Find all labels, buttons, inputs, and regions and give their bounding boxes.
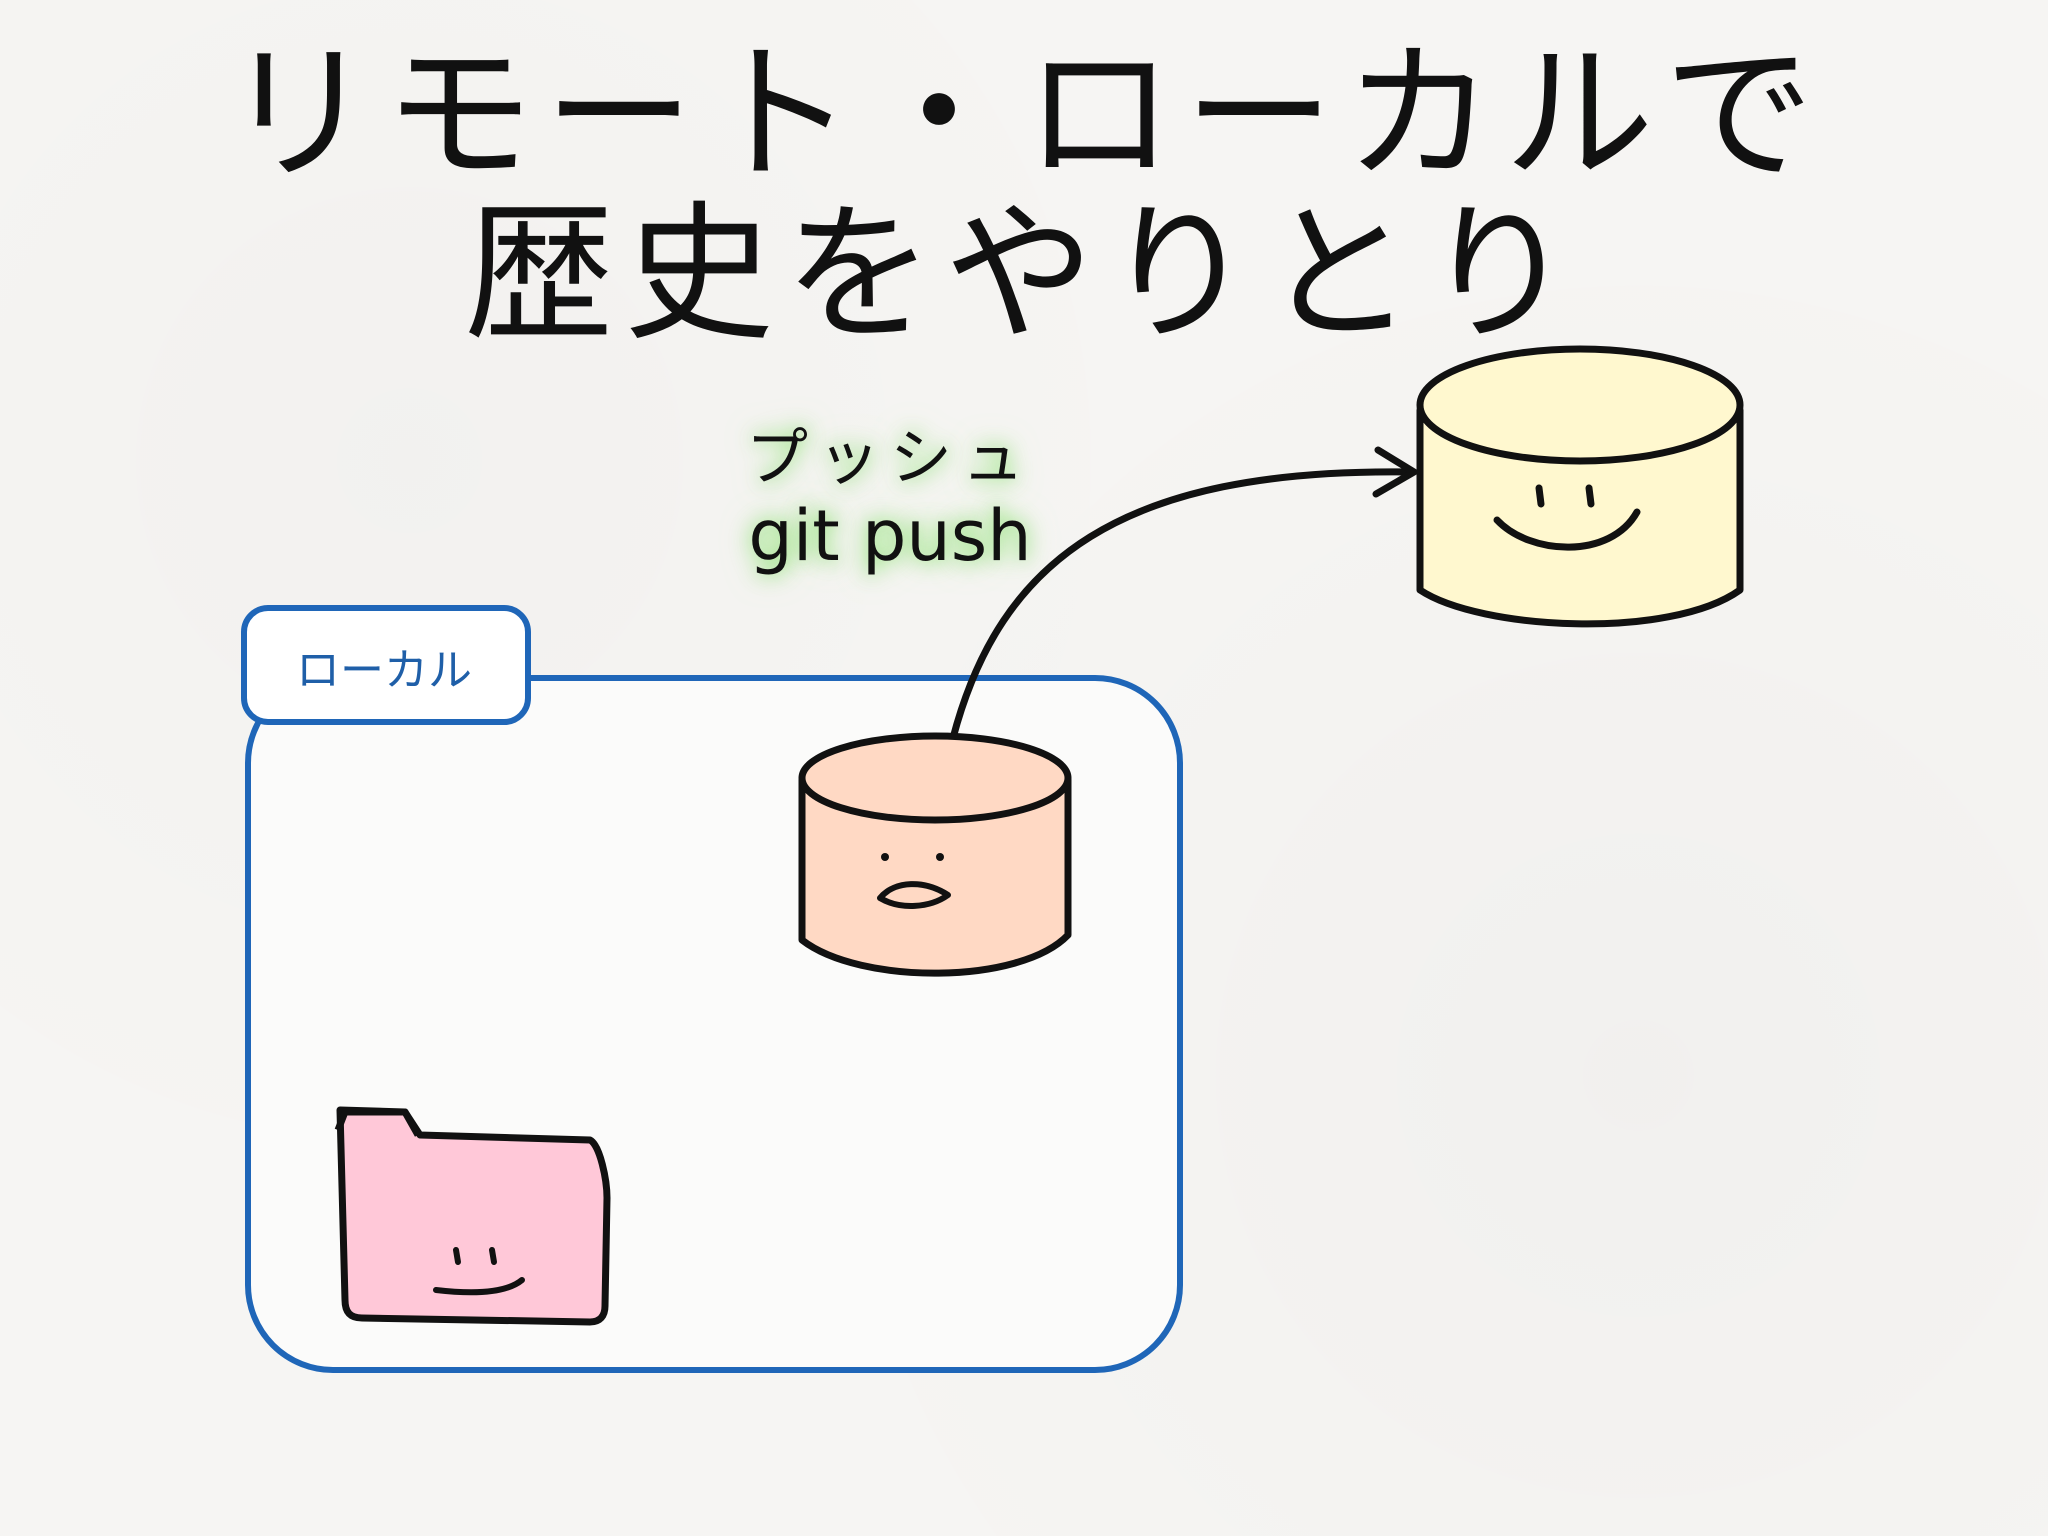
working-folder-smile (433, 1277, 525, 1296)
local-repo-eye-right (936, 853, 944, 861)
remote-repo-smile (1493, 508, 1641, 551)
slide-title-line-1: リモート・ローカルで (223, 28, 1824, 202)
push-arrow (949, 446, 1418, 742)
remote-repo-icon (1416, 345, 1744, 628)
local-repo-icon (798, 732, 1072, 977)
local-repo-body (798, 776, 1072, 977)
push-arrow-curve (949, 468, 1414, 742)
working-folder-eye-left (453, 1247, 461, 1265)
arrow-head-icon (1372, 446, 1418, 498)
push-label-japanese: プッシュ (745, 421, 1034, 494)
local-container-tab (241, 605, 531, 725)
working-folder-body (336, 1106, 611, 1326)
remote-repo-eye-right (1585, 484, 1595, 508)
working-folder-tab (334, 1108, 422, 1137)
working-folder-icon (334, 1106, 611, 1326)
remote-repo-body (1416, 406, 1744, 628)
local-repo-eye-left (881, 853, 889, 861)
slide-title-line-2: 歴史をやりとり (463, 188, 1584, 362)
local-repo-top (798, 732, 1072, 824)
working-folder-eye-right (489, 1247, 497, 1265)
push-label-command: git push (748, 495, 1032, 577)
local-repo-lips (877, 881, 951, 909)
push-label: プッシュ git push (700, 420, 1080, 576)
local-container-label: ローカル (296, 645, 472, 696)
remote-repo-eye-left (1535, 484, 1545, 508)
remote-repo-top (1416, 345, 1744, 465)
